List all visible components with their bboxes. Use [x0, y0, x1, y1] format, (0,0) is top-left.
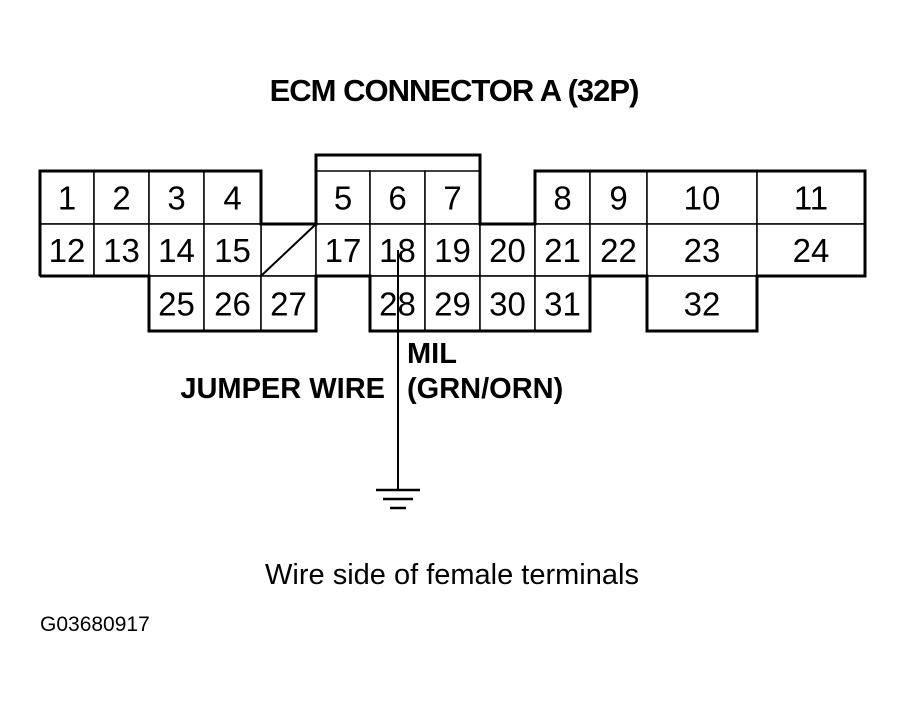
figure-code: G03680917	[40, 613, 150, 636]
pin-number: 11	[794, 180, 828, 217]
pin-cavity	[589, 170, 648, 225]
pin-cavity	[646, 223, 758, 277]
blocked-cavity-slash	[261, 224, 316, 276]
jumper-wire-label: JUMPER WIRE	[180, 373, 385, 405]
pin-number: 23	[684, 232, 721, 269]
pin-number: 10	[684, 180, 721, 217]
pin-cavity	[479, 223, 536, 277]
pin-number: 29	[434, 286, 471, 323]
pin-cavity	[93, 223, 150, 277]
pin-cavity	[534, 275, 591, 332]
pin-cavity	[534, 223, 591, 277]
pin-number: 20	[489, 232, 526, 269]
pin-cavity	[424, 223, 481, 277]
pin-cavity	[424, 275, 481, 332]
pin-number: 31	[544, 286, 581, 323]
pin-cavity	[315, 223, 371, 277]
pin-number: 6	[388, 180, 406, 217]
pin-number: 1	[58, 180, 76, 217]
pin-number: 5	[334, 180, 352, 217]
pin-number: 25	[158, 286, 195, 323]
pin-number: 12	[49, 232, 86, 269]
pin-number: 24	[793, 232, 830, 269]
pin-number: 22	[600, 232, 637, 269]
pin-number: 27	[270, 286, 307, 323]
pin-cavity	[260, 275, 317, 332]
pin-number: 26	[214, 286, 251, 323]
pin-number: 7	[443, 180, 461, 217]
pin-number: 17	[325, 232, 362, 269]
ground-symbol-icon	[376, 488, 420, 510]
pin-cavity	[424, 170, 481, 225]
pin-number: 14	[158, 232, 195, 269]
wire-color-label: (GRN/ORN)	[407, 373, 563, 405]
connector-outline	[38, 153, 867, 333]
pin-cavity	[756, 170, 866, 225]
pin-number: 3	[167, 180, 185, 217]
pin-number: 4	[223, 180, 241, 217]
pin-cavity	[589, 223, 648, 277]
caption: Wire side of female terminals	[265, 559, 639, 591]
pin-cavity	[39, 170, 95, 225]
pin-number: 15	[214, 232, 251, 269]
pin-number: 30	[489, 286, 526, 323]
pin-number: 32	[684, 286, 721, 323]
mil-label: MIL	[407, 338, 457, 370]
pin-number: 2	[112, 180, 130, 217]
pin-cavity	[203, 223, 262, 277]
pin-number: 21	[544, 232, 581, 269]
pin-number: 13	[103, 232, 140, 269]
pin-number: 8	[553, 180, 571, 217]
pin-number: 9	[609, 180, 627, 217]
pin-number: 19	[434, 232, 471, 269]
diagram-title: ECM CONNECTOR A (32P)	[270, 73, 639, 108]
